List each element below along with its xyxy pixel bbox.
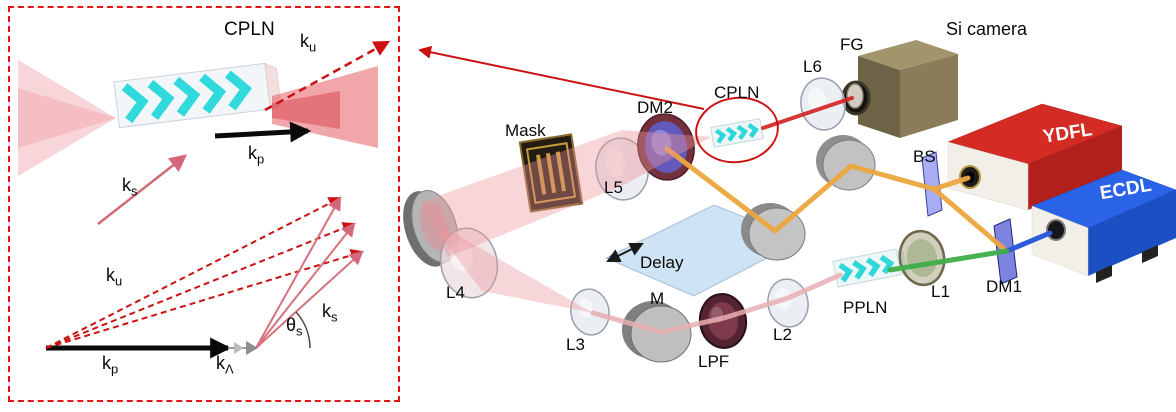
- mask-plate: [518, 133, 584, 213]
- si-camera-body: [841, 40, 958, 138]
- filter-fg: [846, 83, 864, 109]
- ku-dashed-arrow: [45, 248, 364, 349]
- label-fg: FG: [840, 35, 864, 54]
- inset-ks-bottom-label: ks: [322, 301, 338, 325]
- ecdl-foot: [1096, 265, 1112, 283]
- klambda-arrowhead: [234, 342, 244, 354]
- label-si-camera: Si camera: [946, 19, 1028, 39]
- label-mask: Mask: [505, 121, 546, 140]
- lens-l1: [898, 229, 946, 287]
- lens-l6: [800, 77, 846, 131]
- inset-cpln-label: CPLN: [224, 19, 275, 40]
- inset-output-cone: [272, 66, 378, 148]
- inset-ku-bottom-label: ku: [106, 265, 123, 289]
- ecdl-foot: [1142, 245, 1158, 263]
- ecdl-laser-box: [1031, 169, 1176, 283]
- klambda-arrowhead: [246, 341, 258, 355]
- crystal-cpln: [710, 118, 764, 148]
- label-l3: L3: [566, 335, 585, 354]
- ecdl-aperture: [1046, 219, 1066, 241]
- ydfl-laser-box: [947, 103, 1123, 211]
- beams-pump-orange: [664, 146, 1006, 251]
- label-ppln: PPLN: [843, 298, 888, 317]
- inset-kp-arrow-top: [214, 121, 312, 143]
- label-l1: L1: [931, 282, 950, 301]
- delay-double-arrow: [606, 243, 644, 262]
- inset-ks-top-label: ks: [122, 175, 138, 199]
- inset-pointer-arrow: [418, 45, 705, 110]
- label-delay: Delay: [640, 253, 684, 272]
- inset-cpln-crystal: [113, 62, 282, 129]
- inset-kp-bottom-label: kp: [102, 353, 119, 377]
- inset-canvas: [18, 40, 391, 359]
- inset-kvector-diagram: [45, 196, 364, 359]
- label-m: M: [650, 289, 665, 308]
- inset-ku-arrow-top: [264, 40, 391, 112]
- beam-seed-blue: [1004, 230, 1053, 254]
- ku-dashed-arrow: [45, 197, 342, 349]
- lens-l4: [439, 227, 499, 299]
- inset-panel: CPLN ku kp ks ku ks θs kp kΛ: [8, 6, 400, 402]
- label-l2: L2: [773, 325, 792, 344]
- crystal-ppln: [832, 248, 909, 288]
- mirror-fold-left: [403, 190, 459, 267]
- label-dm2: DM2: [637, 98, 673, 117]
- ku-dashed-arrow: [45, 222, 356, 349]
- label-dm1: DM1: [986, 277, 1022, 296]
- theta-s-arc: [295, 311, 311, 349]
- lens-l5: [595, 137, 649, 201]
- inset-kp-top-label: kp: [248, 143, 265, 167]
- ks-solid-arrow: [255, 222, 356, 349]
- beam-combined-green: [887, 248, 1010, 273]
- label-l5: L5: [604, 178, 623, 197]
- ks-solid-arrow: [255, 196, 342, 349]
- inset-ks-arrow-top: [97, 154, 188, 225]
- beams-signal-pink: [421, 130, 843, 335]
- label-bs: BS: [913, 147, 936, 166]
- label-lpf: LPF: [698, 352, 730, 371]
- beamsplitter-bs: [921, 151, 943, 217]
- inset-theta-s-label: θs: [286, 315, 303, 339]
- ks-solid-arrow: [255, 250, 364, 349]
- label-cpln: CPLN: [714, 83, 760, 102]
- inset-klambda-label: kΛ: [216, 353, 234, 377]
- label-l4: L4: [446, 283, 465, 302]
- cpln-highlight-circle: [695, 96, 779, 164]
- lens-l3: [570, 288, 610, 336]
- mirror-top: [816, 135, 876, 191]
- inset-input-cone: [18, 60, 116, 176]
- label-l6: L6: [803, 57, 822, 76]
- inset-ku-top-label: ku: [300, 31, 317, 55]
